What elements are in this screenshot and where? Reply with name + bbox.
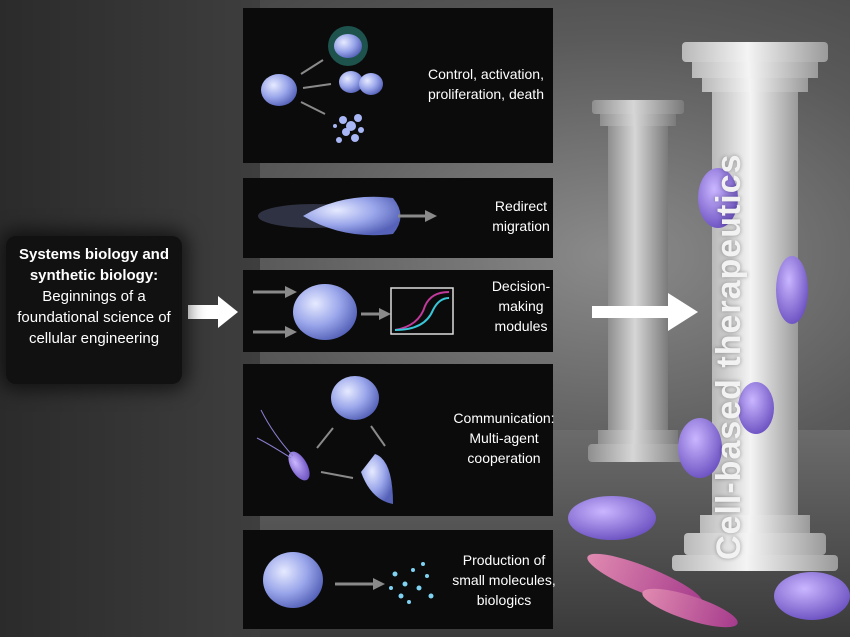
panel-migration: Redirect migration	[243, 178, 553, 258]
panel-decision-label: Decision- making modules	[491, 278, 551, 334]
panel-production-label: Production of small molecules, biologics	[452, 552, 556, 608]
decision-illustration	[253, 284, 454, 340]
control-illustration	[261, 26, 383, 143]
panel-migration-label: Redirect migration	[492, 198, 550, 234]
pillar-label: Cell-based therapeutics	[710, 153, 748, 560]
panel-decision: Decision- making modules	[243, 270, 553, 352]
intro-subtitle: Beginnings of a foundational science of …	[17, 288, 171, 347]
panel-production: Production of small molecules, biologics	[243, 530, 556, 629]
panel-communication: Communication: Multi-agent cooperation	[243, 364, 555, 516]
panel-communication-label: Communication: Multi-agent cooperation	[453, 410, 555, 466]
production-illustration	[263, 552, 434, 608]
panel-control-label: Control, activation, proliferation, deat…	[428, 66, 544, 102]
migration-illustration	[258, 196, 437, 236]
panel-control: Control, activation, proliferation, deat…	[243, 8, 553, 163]
intro-title: Systems biology and synthetic biology:	[18, 246, 170, 284]
intro-box: Systems biology and synthetic biology: B…	[6, 236, 182, 384]
main-pillar	[672, 42, 838, 571]
intro-arrow-icon	[188, 296, 238, 328]
pillar-arrow-icon	[592, 293, 698, 331]
back-pillar	[588, 100, 688, 462]
pillar-cells	[568, 168, 850, 628]
communication-illustration	[256, 376, 393, 504]
